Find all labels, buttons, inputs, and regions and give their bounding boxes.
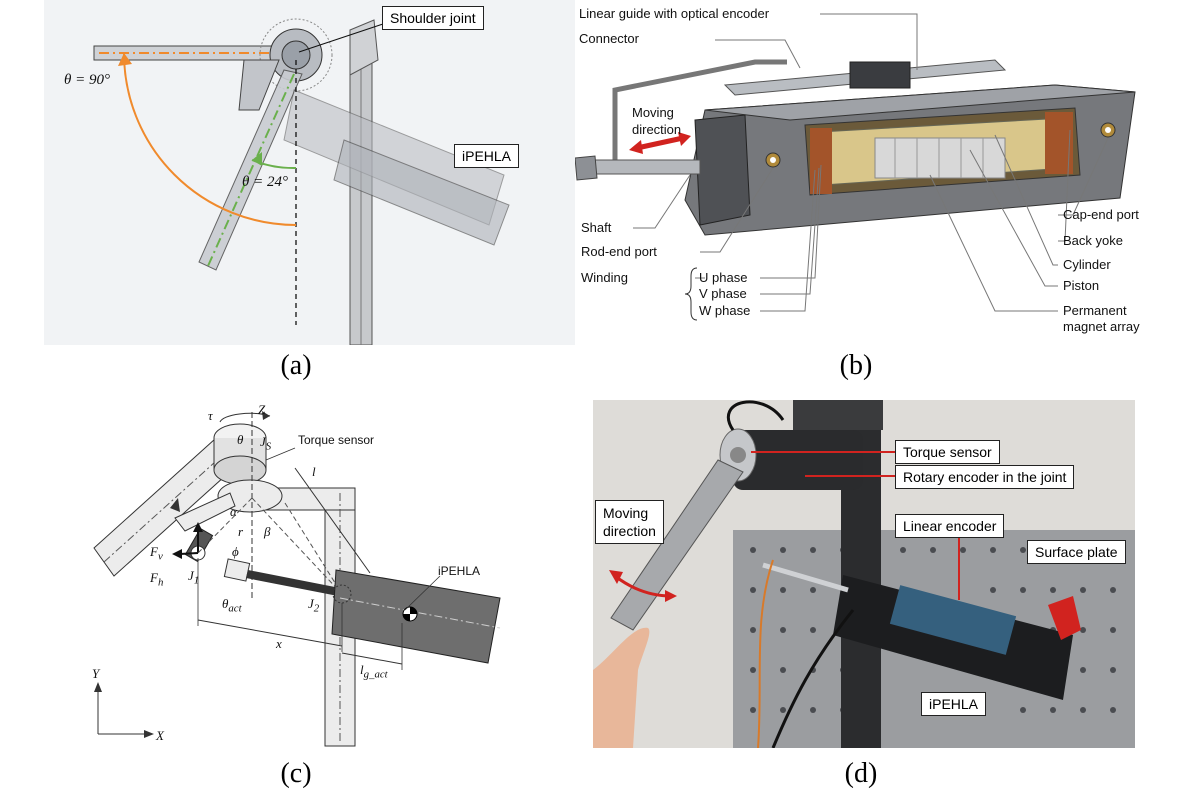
y-axis-label: Y xyxy=(92,666,100,681)
ipehla-label-d: iPEHLA xyxy=(921,692,987,716)
j2-label: J2 xyxy=(308,596,320,615)
piston-label: Piston xyxy=(1063,278,1100,293)
torque-sensor-label-c: Torque sensor xyxy=(298,433,375,447)
linear-encoder-label: Linear encoder xyxy=(895,514,1005,538)
shaft-label: Shaft xyxy=(581,220,612,235)
moving-direction-label-d: Moving direction xyxy=(595,500,664,544)
torque-sensor-label-d: Torque sensor xyxy=(895,440,1000,464)
theta-act-label: θact xyxy=(222,596,242,615)
panel-a-drawing xyxy=(93,18,510,345)
js-label: JS xyxy=(260,434,272,453)
ipehla-label-a: iPEHLA xyxy=(454,144,520,168)
panel-d-photo: Torque sensor Rotary encoder in the join… xyxy=(593,400,1135,748)
fh-label: Fh xyxy=(150,570,164,589)
moving-direction-d-line2: direction xyxy=(603,523,656,539)
theta-24-label: θ = 24° xyxy=(242,174,288,190)
caption-a: (a) xyxy=(280,350,312,381)
pm-array-label-line2: magnet array xyxy=(1063,319,1140,334)
beta-label: β xyxy=(264,524,271,539)
lg-act-label: lg_act xyxy=(360,662,388,681)
back-yoke-label: Back yoke xyxy=(1063,233,1123,248)
panel-c-schematic: Torque sensor iPEHLA τ Z θ JS l α r β ϕ … xyxy=(80,398,520,750)
rotary-encoder-label: Rotary encoder in the joint xyxy=(895,465,1075,489)
shoulder-joint-label: Shoulder joint xyxy=(382,6,484,30)
r-label: r xyxy=(238,524,244,539)
x-axis-label: X xyxy=(156,728,164,743)
winding-label: Winding xyxy=(581,270,628,285)
moving-direction-b-line1: Moving xyxy=(632,105,674,120)
w-phase-label: W phase xyxy=(699,303,751,318)
panel-c-drawing xyxy=(93,411,501,747)
rod-end-port-label: Rod-end port xyxy=(581,244,657,259)
z-axis-label: Z xyxy=(258,402,266,417)
panel-a-cad-view: Shoulder joint θ = 90° θ = 24° iPEHLA xyxy=(44,0,576,345)
caption-b: (b) xyxy=(839,350,873,381)
caption-c: (c) xyxy=(280,758,312,789)
moving-direction-d-line1: Moving xyxy=(603,505,649,521)
l-label: l xyxy=(312,464,316,479)
moving-direction-b-line2: direction xyxy=(632,122,682,137)
linear-guide-label: Linear guide with optical encoder xyxy=(579,6,770,21)
v-phase-label: V phase xyxy=(699,286,747,301)
tau-label: τ xyxy=(208,408,213,423)
panel-b-drawing xyxy=(575,13,1136,321)
panel-d-drawing xyxy=(593,400,1135,748)
connector-label: Connector xyxy=(579,31,639,46)
panel-b-cutaway: Linear guide with optical encoder Connec… xyxy=(575,0,1200,345)
cap-end-port-label: Cap-end port xyxy=(1063,207,1139,222)
ipehla-label-c: iPEHLA xyxy=(438,564,481,578)
fv-label: Fv xyxy=(150,544,163,563)
caption-d: (d) xyxy=(844,758,878,789)
phi-label: ϕ xyxy=(232,544,239,559)
j1-label: J1 xyxy=(188,568,200,587)
u-phase-label: U phase xyxy=(699,270,748,285)
x-dimension-label: x xyxy=(276,636,282,651)
theta-90-label: θ = 90° xyxy=(64,72,110,88)
alpha-label: α xyxy=(230,504,237,519)
pm-array-label-line1: Permanent xyxy=(1063,303,1127,318)
theta-label-c: θ xyxy=(237,432,244,447)
cylinder-label: Cylinder xyxy=(1063,257,1111,272)
surface-plate-label: Surface plate xyxy=(1027,540,1126,564)
